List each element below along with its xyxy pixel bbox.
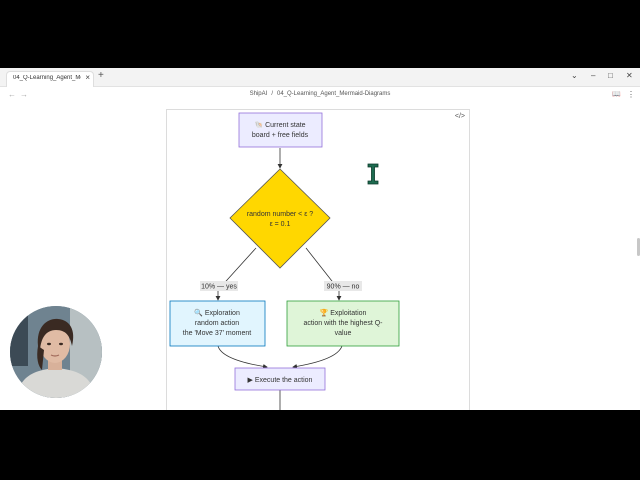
address-bar: ← → ShipAI/04_Q-Learning_Agent_Mermaid-D… bbox=[0, 87, 640, 104]
node-exploitation[interactable] bbox=[286, 300, 400, 347]
node-exploitation-line1: 🏆 Exploitation bbox=[320, 308, 367, 317]
node-current-state[interactable] bbox=[238, 112, 323, 148]
node-exploration[interactable] bbox=[169, 300, 266, 347]
node-exploitation-line3: value bbox=[335, 330, 352, 337]
webcam-overlay bbox=[10, 306, 102, 398]
edge-decision-to-exploit bbox=[305, 247, 342, 301]
text-cursor-icon bbox=[367, 163, 379, 185]
node-exploitation-line2: action with the highest Q- bbox=[304, 320, 384, 327]
minimize-button[interactable]: – bbox=[591, 71, 596, 80]
maximize-button[interactable]: □ bbox=[608, 71, 613, 80]
chevron-down-icon[interactable]: ⌄ bbox=[571, 71, 578, 80]
node-exploration-line1: 🔍 Exploration bbox=[194, 308, 240, 317]
node-decision-line1: random number < ε ? bbox=[247, 211, 313, 218]
new-tab-button[interactable]: + bbox=[98, 70, 104, 81]
close-window-button[interactable]: ✕ bbox=[626, 71, 633, 80]
browser-window: 04_Q-Learning_Agent_Mer... × + ⌄ – □ ✕ ←… bbox=[0, 68, 640, 410]
breadcrumb-separator: / bbox=[271, 91, 273, 97]
tab-close-icon[interactable]: × bbox=[85, 73, 90, 82]
breadcrumb-item-workspace[interactable]: ShipAI bbox=[249, 91, 268, 97]
edge-label-yes: 10% — yes bbox=[201, 284, 237, 291]
scrollbar-thumb[interactable] bbox=[637, 238, 640, 256]
edge-explore-to-execute bbox=[217, 345, 268, 369]
node-current-state-line1: 🐚 Current state bbox=[254, 121, 305, 129]
tab-active[interactable]: 04_Q-Learning_Agent_Mer... × bbox=[6, 71, 94, 87]
mermaid-diagram-card: </> 10% — yes 90% — no 🐚 Current state b bbox=[166, 109, 470, 410]
edge-decision-to-explore bbox=[215, 247, 257, 301]
edge-label-bg-left bbox=[200, 281, 238, 291]
edge-label-bg-right bbox=[324, 281, 362, 291]
node-current-state-line2: board + free fields bbox=[252, 132, 309, 139]
flowchart: 10% — yes 90% — no 🐚 Current state board… bbox=[169, 112, 400, 410]
edge-label-no: 90% — no bbox=[327, 284, 360, 291]
node-exploration-line3: the 'Move 37' moment bbox=[183, 330, 251, 337]
node-execute[interactable] bbox=[234, 367, 326, 391]
tab-title: 04_Q-Learning_Agent_Mer... bbox=[13, 75, 81, 81]
code-view-toggle[interactable]: </> bbox=[454, 113, 465, 120]
node-exploration-line2: random action bbox=[195, 320, 239, 327]
back-arrow-icon[interactable]: ← bbox=[8, 90, 16, 99]
forward-arrow-icon[interactable]: → bbox=[20, 90, 28, 99]
breadcrumb: ShipAI/04_Q-Learning_Agent_Mermaid-Diagr… bbox=[0, 91, 640, 97]
node-decision[interactable] bbox=[229, 168, 331, 269]
book-icon[interactable]: 📖 bbox=[612, 91, 621, 98]
more-options-icon[interactable]: ⋮ bbox=[627, 90, 635, 99]
tab-bar: 04_Q-Learning_Agent_Mer... × + ⌄ – □ ✕ bbox=[0, 68, 640, 87]
node-decision-line2: ε = 0.1 bbox=[270, 221, 291, 228]
node-execute-line1: ▶ Execute the action bbox=[248, 377, 313, 384]
presenter-avatar bbox=[10, 306, 102, 398]
edge-exploit-to-execute bbox=[292, 345, 343, 369]
breadcrumb-item-page[interactable]: 04_Q-Learning_Agent_Mermaid-Diagrams bbox=[276, 91, 391, 97]
